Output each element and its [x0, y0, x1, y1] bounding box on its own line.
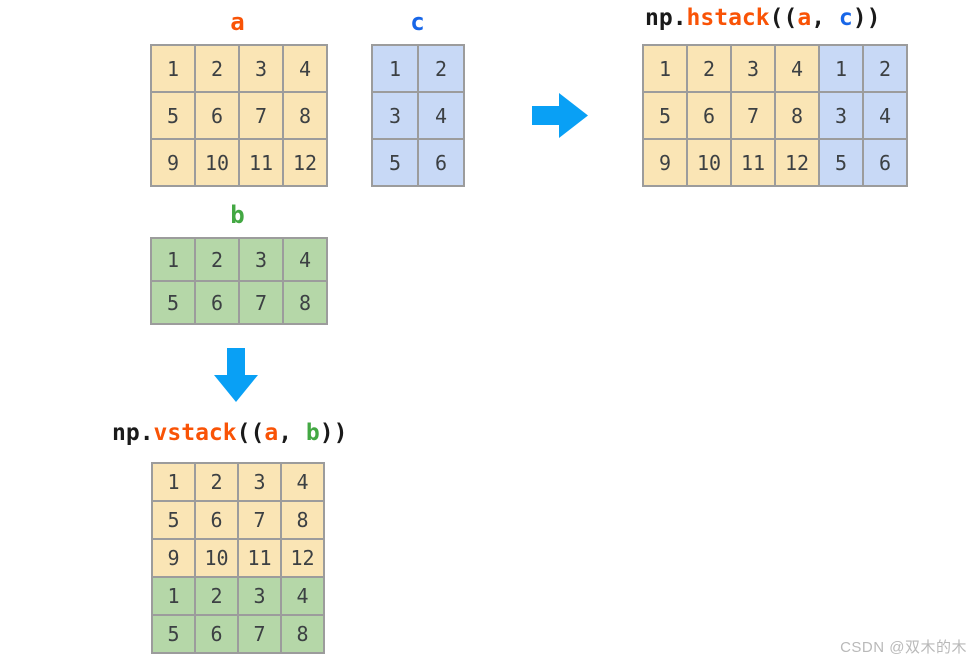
code-segment: )) [319, 420, 348, 446]
matrix-cell: 11 [732, 140, 774, 185]
matrix-cell: 9 [153, 540, 194, 576]
matrix-cell: 6 [196, 93, 238, 138]
matrix-cell: 4 [284, 46, 326, 91]
code-segment: , [278, 420, 306, 446]
matrix-cell: 7 [240, 282, 282, 323]
matrix-cell: 3 [239, 578, 280, 614]
matrix-cell: 7 [239, 502, 280, 538]
code-segment: hstack [686, 5, 770, 31]
code-segment: (( [769, 5, 798, 31]
matrix-cell: 11 [239, 540, 280, 576]
matrix-cell: 5 [644, 93, 686, 138]
matrix-cell: 8 [282, 616, 323, 652]
matrix-cell: 3 [240, 46, 282, 91]
matrix-cell: 9 [152, 140, 194, 185]
matrix-cell: 12 [776, 140, 818, 185]
hstack-code-title: np.hstack((a, c)) [645, 5, 880, 31]
matrix-b-label: b [230, 201, 245, 229]
arrow-down-icon [210, 348, 262, 402]
matrix-cell: 4 [284, 239, 326, 280]
matrix-cell: 6 [196, 282, 238, 323]
matrix-cell: 5 [373, 140, 417, 185]
code-segment: np. [112, 420, 154, 446]
matrix-cell: 8 [776, 93, 818, 138]
matrix-cell: 10 [688, 140, 730, 185]
matrix-cell: 1 [153, 578, 194, 614]
matrix-cell: 11 [240, 140, 282, 185]
matrix-cell: 1 [153, 464, 194, 500]
watermark: CSDN @双木的木 [840, 639, 967, 656]
matrix-cell: 1 [373, 46, 417, 91]
matrix-a-label: a [230, 8, 245, 36]
matrix-cell: 9 [644, 140, 686, 185]
matrix-cell: 12 [282, 540, 323, 576]
matrix-cell: 1 [644, 46, 686, 91]
matrix-cell: 6 [419, 140, 463, 185]
matrix-cell: 5 [152, 282, 194, 323]
matrix-cell: 10 [196, 140, 238, 185]
code-segment: vstack [153, 420, 237, 446]
matrix-cell: 7 [239, 616, 280, 652]
code-segment: a [264, 420, 279, 446]
code-segment: (( [236, 420, 265, 446]
code-segment: np. [645, 5, 687, 31]
matrix-cell: 4 [419, 93, 463, 138]
matrix-cell: 3 [820, 93, 862, 138]
matrix-cell: 4 [776, 46, 818, 91]
matrix-cell: 1 [152, 46, 194, 91]
arrow-right-icon [532, 89, 588, 142]
matrix-cell: 7 [240, 93, 282, 138]
matrix-cell: 10 [196, 540, 237, 576]
code-segment: b [305, 420, 320, 446]
matrix-cell: 8 [284, 282, 326, 323]
code-segment: , [811, 5, 839, 31]
matrix-cell: 1 [152, 239, 194, 280]
matrix-cell: 6 [196, 502, 237, 538]
matrix-c-label: c [410, 8, 425, 36]
matrix-cell: 8 [282, 502, 323, 538]
code-segment: )) [852, 5, 881, 31]
matrix-cell: 3 [240, 239, 282, 280]
matrix-cell: 2 [688, 46, 730, 91]
matrix-cell: 2 [196, 464, 237, 500]
matrix-cell: 2 [419, 46, 463, 91]
vstack-code-title: np.vstack((a, b)) [112, 420, 347, 446]
matrix-cell: 12 [284, 140, 326, 185]
matrix-cell: 5 [153, 502, 194, 538]
matrix-cell: 6 [688, 93, 730, 138]
matrix-cell: 4 [864, 93, 906, 138]
matrix-cell: 6 [864, 140, 906, 185]
matrix-cell: 2 [196, 46, 238, 91]
code-segment: c [838, 5, 853, 31]
matrix-cell: 5 [153, 616, 194, 652]
matrix-cell: 4 [282, 464, 323, 500]
matrix-cell: 3 [373, 93, 417, 138]
arrow-right-shape [532, 93, 588, 138]
matrix-cell: 2 [196, 578, 237, 614]
matrix-cell: 1 [820, 46, 862, 91]
code-segment: a [797, 5, 812, 31]
matrix-cell: 2 [864, 46, 906, 91]
matrix-cell: 2 [196, 239, 238, 280]
matrix-cell: 5 [820, 140, 862, 185]
matrix-cell: 5 [152, 93, 194, 138]
matrix-cell: 7 [732, 93, 774, 138]
matrix-cell: 4 [282, 578, 323, 614]
matrix-cell: 3 [239, 464, 280, 500]
matrix-cell: 8 [284, 93, 326, 138]
matrix-cell: 3 [732, 46, 774, 91]
matrix-cell: 6 [196, 616, 237, 652]
arrow-down-shape [214, 348, 258, 402]
